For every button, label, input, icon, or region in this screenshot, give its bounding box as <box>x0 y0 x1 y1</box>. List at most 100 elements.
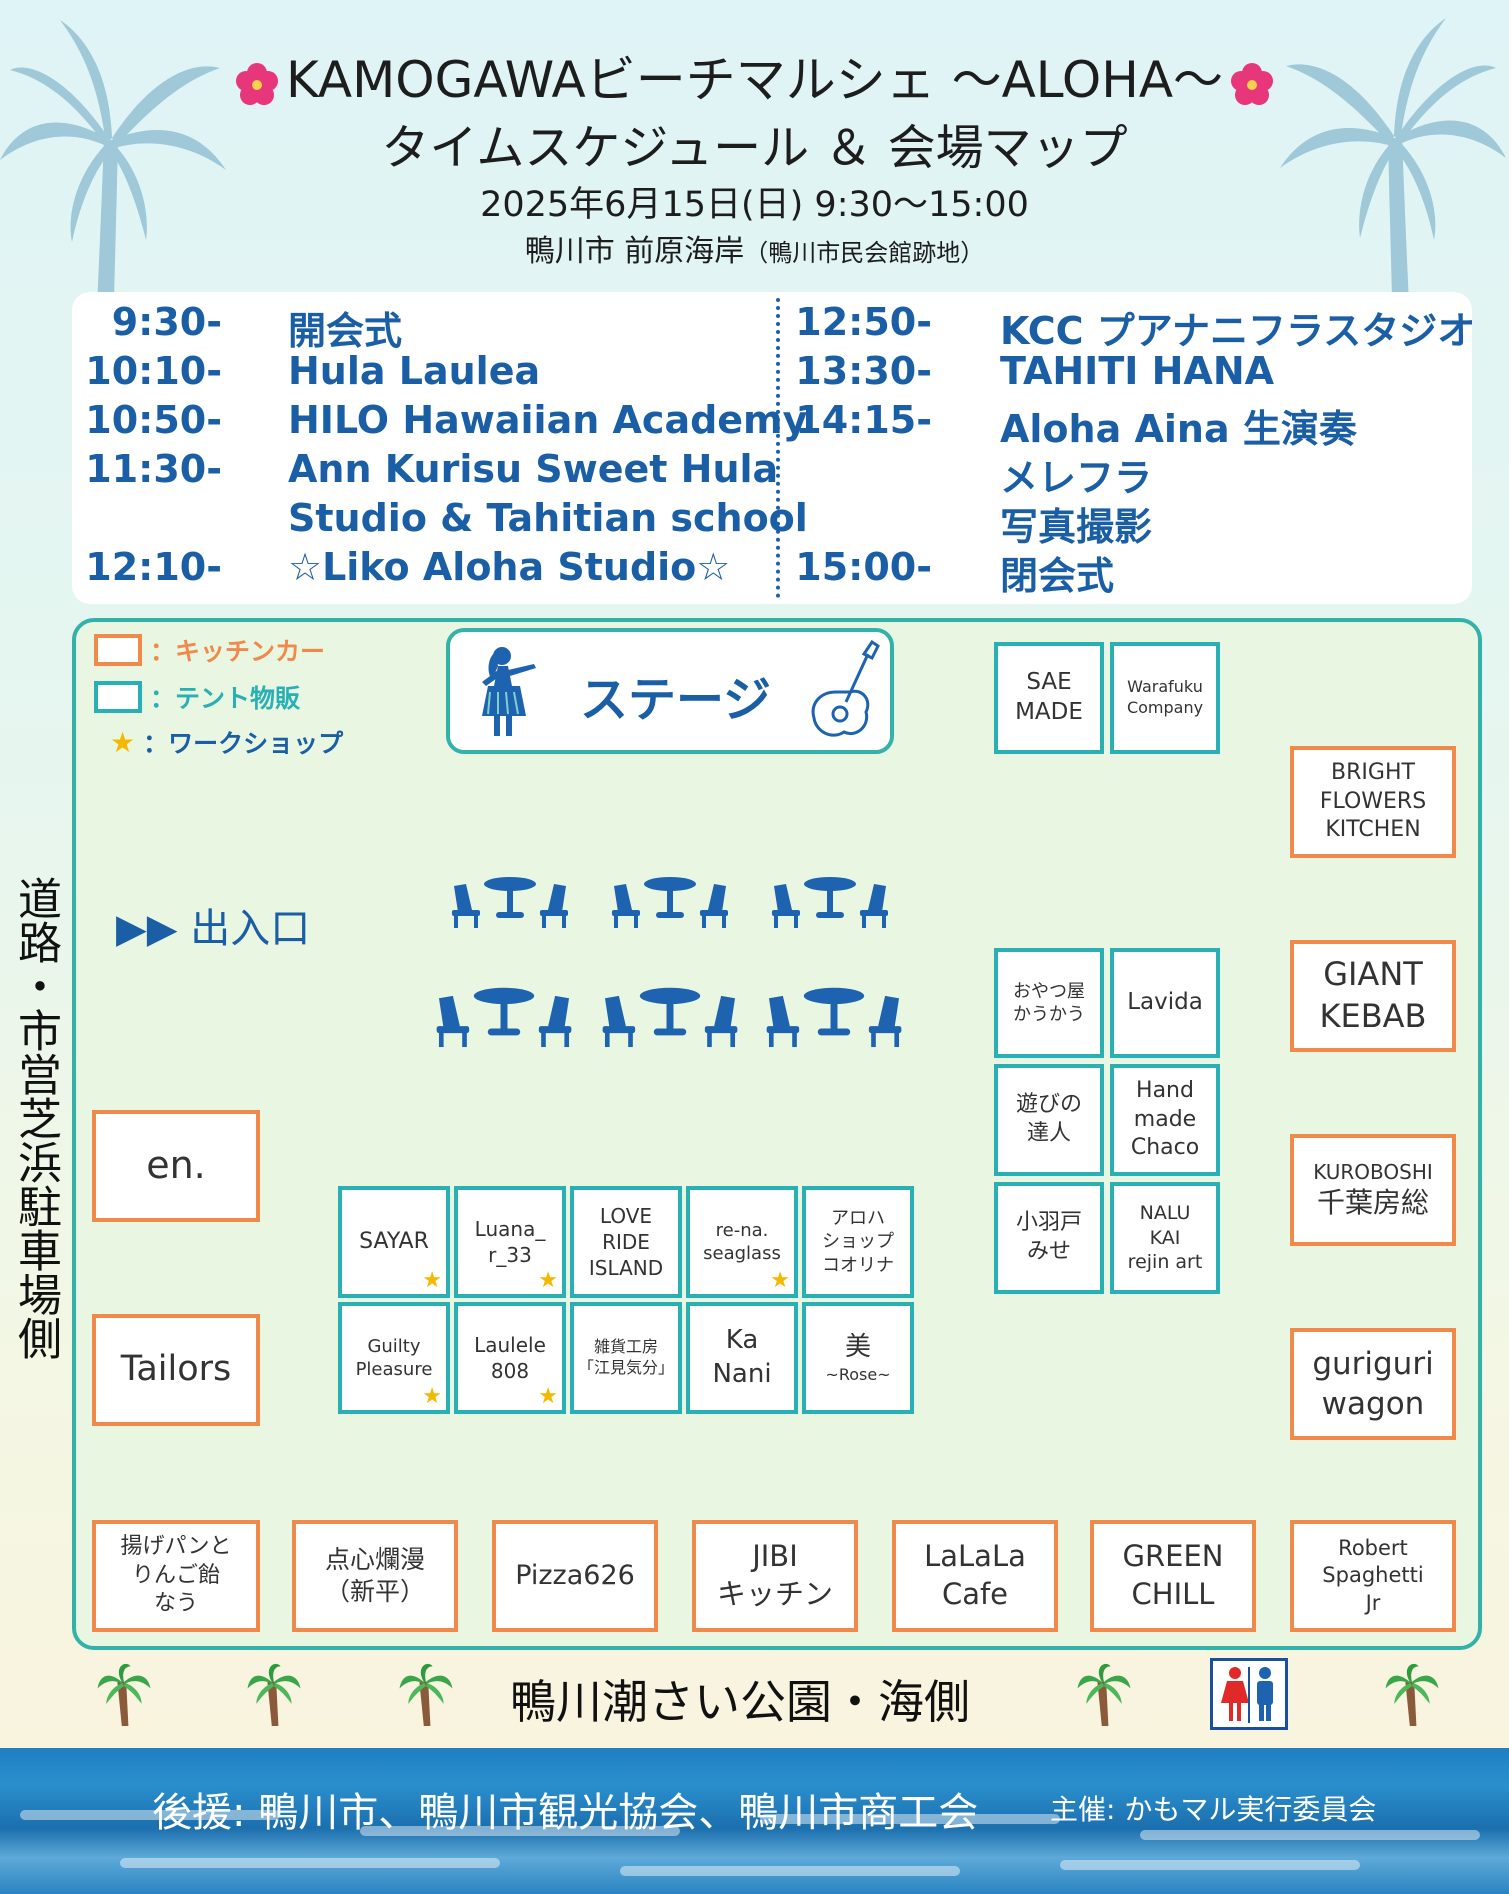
booth-sayar[interactable]: SAYAR★ <box>338 1186 450 1298</box>
event-venue: 鴨川市 前原海岸（鴨川市民会館跡地） <box>0 226 1509 270</box>
sea-side-label: 鴨川潮さい公園・海側 <box>510 1675 970 1729</box>
legend-kitchen: ：キッチンカー <box>94 632 325 668</box>
table-chairs-icon <box>766 987 902 1048</box>
star-icon: ★ <box>770 1268 790 1293</box>
schedule-time: 12:10- <box>85 545 222 589</box>
booth-kuroboshi[interactable]: KUROBOSHI 千葉房総 <box>1290 1134 1456 1246</box>
booth-kuroboshi-sub: 千葉房総 <box>1316 1185 1429 1219</box>
booth-tenshin[interactable]: 点心爛漫 （新平） <box>292 1520 458 1632</box>
booth-love-ride[interactable]: LOVE RIDE ISLAND <box>570 1186 682 1298</box>
schedule-time: 11:30- <box>85 447 222 491</box>
event-date: 2025年6月15日(日) 9:30～15:00 <box>480 185 1029 225</box>
palm-tree-icon <box>97 1663 151 1726</box>
booth-kobato[interactable]: 小羽戸 みせ <box>994 1182 1104 1294</box>
booth-nalu[interactable]: NALU KAI rejin art <box>1110 1182 1220 1294</box>
star-icon: ★ <box>422 1384 442 1409</box>
entrance-label: ▶▶ 出入口 <box>116 906 311 952</box>
schedule-divider <box>776 298 780 598</box>
schedule-title: 閉会式 <box>1000 554 1115 598</box>
table-chairs-icon <box>612 877 728 928</box>
schedule-title: Studio & Tahitian school <box>288 496 808 540</box>
booth-handmade[interactable]: Hand made Chaco <box>1110 1064 1220 1176</box>
star-icon: ★ <box>110 725 136 759</box>
schedule-time: 14:15- <box>795 398 932 442</box>
title-line-2: タイムスケジュール ＆ 会場マップ <box>381 120 1128 176</box>
legend-tent-swatch <box>94 681 142 713</box>
organizer-credit: 主催: かもマル実行委員会 <box>1050 1793 1377 1826</box>
table-chairs-icon <box>436 987 572 1048</box>
schedule-time: 15:00- <box>795 545 932 589</box>
booth-pizza626[interactable]: Pizza626 <box>492 1520 658 1632</box>
schedule-time: 10:10- <box>85 349 222 393</box>
road-side-label: 道路・市営芝浜駐車場側 <box>10 876 61 1360</box>
table-chairs-icon <box>452 877 568 928</box>
table-chairs-icon <box>772 877 888 928</box>
title-line-1: KAMOGAWAビーチマルシェ ～ALOHA～ <box>285 51 1224 109</box>
legend-tent-label: ：テント物販 <box>150 684 301 713</box>
palm-tree-icon <box>1385 1663 1439 1726</box>
restroom-icon <box>1210 1658 1288 1730</box>
legend-tent: ：テント物販 <box>94 679 300 715</box>
palm-tree-icon <box>1077 1663 1131 1726</box>
hibiscus-icon <box>1231 62 1274 105</box>
booth-warafuku[interactable]: Warafuku Company <box>1110 642 1220 754</box>
ocean-footer <box>0 1748 1509 1894</box>
booth-bi-rose[interactable]: 美 ~Rose~ <box>802 1302 914 1414</box>
booth-luana[interactable]: Luana_ r_33★ <box>454 1186 566 1298</box>
schedule-time: 9:30- <box>111 300 222 344</box>
schedule-title: メレフラ <box>1000 456 1153 500</box>
booth-asobi[interactable]: 遊びの 達人 <box>994 1064 1104 1176</box>
booth-laulele-label: Laulele 808 <box>474 1333 546 1383</box>
booth-bi-label: 美 <box>844 1331 871 1362</box>
palm-tree-icon <box>399 1663 453 1726</box>
schedule-title: 開会式 <box>288 309 403 353</box>
hibiscus-icon <box>235 62 278 105</box>
booth-kuroboshi-label: KUROBOSHI <box>1313 1159 1433 1184</box>
schedule-title: HILO Hawaiian Academy <box>288 398 808 442</box>
booth-agepan[interactable]: 揚げパンと りんご飴 なう <box>92 1520 260 1632</box>
booth-lalala[interactable]: LaLaLa Cafe <box>892 1520 1058 1632</box>
booth-zakka[interactable]: 雑貨工房 「江見気分」 <box>570 1302 682 1414</box>
schedule-title: Aloha Aina 生演奏 <box>1000 407 1357 451</box>
booth-luana-label: Luana_ r_33 <box>474 1217 546 1267</box>
booth-giant-kebab[interactable]: GIANT KEBAB <box>1290 940 1456 1052</box>
booth-rena-label: re-na. seaglass <box>703 1219 781 1264</box>
palm-tree-icon <box>247 1663 301 1726</box>
booth-guilty-label: Guilty Pleasure <box>355 1335 433 1380</box>
booth-jibi[interactable]: JIBI キッチン <box>692 1520 858 1632</box>
table-chairs-icon <box>602 987 738 1048</box>
booth-bi-sub: ~Rose~ <box>825 1364 891 1384</box>
booth-sae-made[interactable]: SAE MADE <box>994 642 1104 754</box>
booth-bright-flowers[interactable]: BRIGHT FLOWERS KITCHEN <box>1290 746 1456 858</box>
star-icon: ★ <box>538 1268 558 1293</box>
venue-main: 鴨川市 前原海岸 <box>524 234 745 269</box>
booth-lavida[interactable]: Lavida <box>1110 948 1220 1058</box>
schedule-title: Ann Kurisu Sweet Hula <box>288 447 779 491</box>
schedule-time: 10:50- <box>85 398 222 442</box>
booth-guriguri[interactable]: guriguri wagon <box>1290 1328 1456 1440</box>
booth-kanani[interactable]: Ka Nani <box>686 1302 798 1414</box>
booth-oyatsuya[interactable]: おやつ屋 かうかう <box>994 948 1104 1058</box>
schedule-title: ☆Liko Aloha Studio☆ <box>288 545 731 589</box>
booth-sayar-label: SAYAR <box>359 1228 429 1254</box>
booth-robert[interactable]: Robert Spaghetti Jr <box>1290 1520 1456 1632</box>
booth-aloha-shop[interactable]: アロハ ショップ コオリナ <box>802 1186 914 1298</box>
booth-rena[interactable]: re-na. seaglass ★ <box>686 1186 798 1298</box>
ukulele-icon <box>811 640 880 737</box>
time-schedule: 9:30- 開会式 10:10- Hula Laulea 10:50- HILO… <box>72 292 1476 604</box>
booth-green-chill[interactable]: GREEN CHILL <box>1090 1520 1256 1632</box>
legend-workshop: ★：ワークショップ <box>110 724 343 760</box>
schedule-title: 写真撮影 <box>1000 505 1153 549</box>
booth-en[interactable]: en. <box>92 1110 260 1222</box>
venue-map <box>72 618 1482 1650</box>
star-icon: ★ <box>538 1384 558 1409</box>
schedule-title: Hula Laulea <box>288 349 541 393</box>
booth-guilty[interactable]: Guilty Pleasure ★ <box>338 1302 450 1414</box>
schedule-title: KCC プアナニフラスタジオ <box>1000 309 1476 353</box>
support-credit: 後援: 鴨川市、鴨川市観光協会、鴨川市商工会 <box>152 1790 979 1836</box>
booth-tailors[interactable]: Tailors <box>92 1314 260 1426</box>
schedule-time: 12:50- <box>795 300 932 344</box>
booth-laulele[interactable]: Laulele 808★ <box>454 1302 566 1414</box>
venue-sub: （鴨川市民会館跡地） <box>744 239 985 267</box>
legend-kitchen-label: ：キッチンカー <box>150 637 326 666</box>
